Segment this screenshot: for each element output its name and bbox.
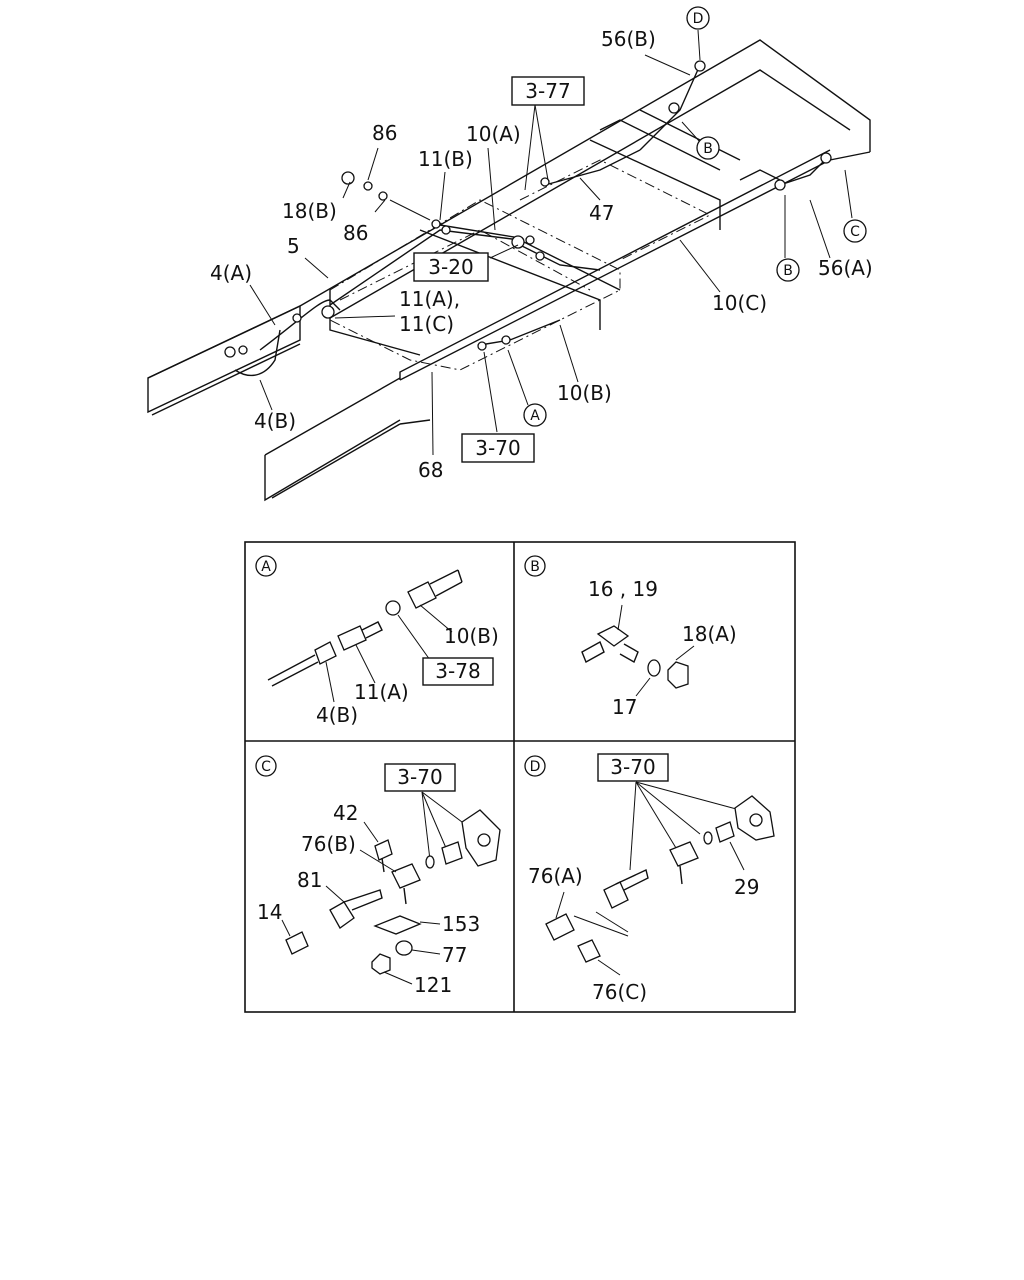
label-c-77: 77 <box>442 943 467 967</box>
a-marker-circle <box>523 403 547 427</box>
label-68: 68 <box>418 458 443 482</box>
detail-b-panel: B 16 , 19 18(A) 17 <box>524 555 737 719</box>
label-c-81: 81 <box>297 868 322 892</box>
detail-c-circle <box>255 755 277 777</box>
ref-3-77: 3-77 <box>525 79 570 103</box>
ref-3-20: 3-20 <box>428 255 473 279</box>
detail-d-marker-text: D <box>530 759 541 775</box>
c-marker: C <box>850 224 860 240</box>
detail-d-marker-circle <box>686 6 710 30</box>
label-c-153: 153 <box>442 912 480 936</box>
detail-b-circle <box>524 555 546 577</box>
label-18b: 18(B) <box>282 199 337 223</box>
ref-box-3-77 <box>511 76 585 106</box>
ref-box-d-3-70 <box>597 753 669 782</box>
ref-3-78: 3-78 <box>435 659 480 683</box>
label-47: 47 <box>589 201 614 225</box>
label-d-29: 29 <box>734 875 759 899</box>
label-5: 5 <box>287 234 300 258</box>
ref-d-3-70: 3-70 <box>610 755 655 779</box>
label-11a-comma: 11(A), <box>399 287 460 311</box>
label-10b: 10(B) <box>557 381 612 405</box>
label-a-4b: 4(B) <box>316 703 358 727</box>
detail-d-circle <box>524 755 546 777</box>
label-b-18a: 18(A) <box>682 622 737 646</box>
ref-box-c-3-70 <box>384 763 456 792</box>
label-86-bottom: 86 <box>343 221 368 245</box>
label-d-76a: 76(A) <box>528 864 583 888</box>
detail-c-panel: C 3-70 42 76(B) 81 14 153 <box>255 755 501 997</box>
detail-a-circle <box>255 555 277 577</box>
label-56a: 56(A) <box>818 256 873 280</box>
detail-a-panel: A 10(B) 3-78 11(A) 4(B) <box>255 555 499 727</box>
label-b-16-19: 16 , 19 <box>588 577 658 601</box>
detail-d-panel: D 3-70 29 76(A) 76(C) <box>524 753 775 1004</box>
label-11b: 11(B) <box>418 147 473 171</box>
label-c-121: 121 <box>414 973 452 997</box>
label-11c: 11(C) <box>399 312 454 336</box>
label-4a: 4(A) <box>210 261 252 285</box>
label-a-10b: 10(B) <box>444 624 499 648</box>
main-labels: D 56(B) 3-77 86 11(B) 10(A) B C 18(B) 86… <box>210 6 873 482</box>
label-b-17: 17 <box>612 695 637 719</box>
label-d-76c: 76(C) <box>592 980 647 1004</box>
detail-b-marker: B <box>530 559 540 575</box>
label-86-top: 86 <box>372 121 397 145</box>
chassis-frame-drawing <box>147 29 871 502</box>
label-c-14: 14 <box>257 900 282 924</box>
c-marker-circle <box>843 219 867 243</box>
label-c-76b: 76(B) <box>301 832 356 856</box>
label-56b: 56(B) <box>601 27 656 51</box>
b-marker-circle-top <box>696 136 720 160</box>
detail-c-marker: C <box>261 759 271 775</box>
b-marker-circle-bottom <box>776 258 800 282</box>
ref-box-3-78 <box>422 657 494 686</box>
detail-d-marker: D <box>693 11 704 27</box>
label-10a: 10(A) <box>466 122 521 146</box>
label-4b: 4(B) <box>254 409 296 433</box>
b-marker-top: B <box>703 141 713 157</box>
ref-3-70: 3-70 <box>475 436 520 460</box>
detail-a-marker: A <box>261 559 271 575</box>
ref-box-3-20 <box>413 252 489 282</box>
a-marker: A <box>530 408 540 424</box>
ref-box-3-70 <box>461 433 535 463</box>
detail-panels-grid <box>244 541 796 1013</box>
ref-c-3-70: 3-70 <box>397 765 442 789</box>
label-10c: 10(C) <box>712 291 767 315</box>
label-c-42: 42 <box>333 801 358 825</box>
b-marker-bottom: B <box>783 263 793 279</box>
label-a-11a: 11(A) <box>354 680 409 704</box>
